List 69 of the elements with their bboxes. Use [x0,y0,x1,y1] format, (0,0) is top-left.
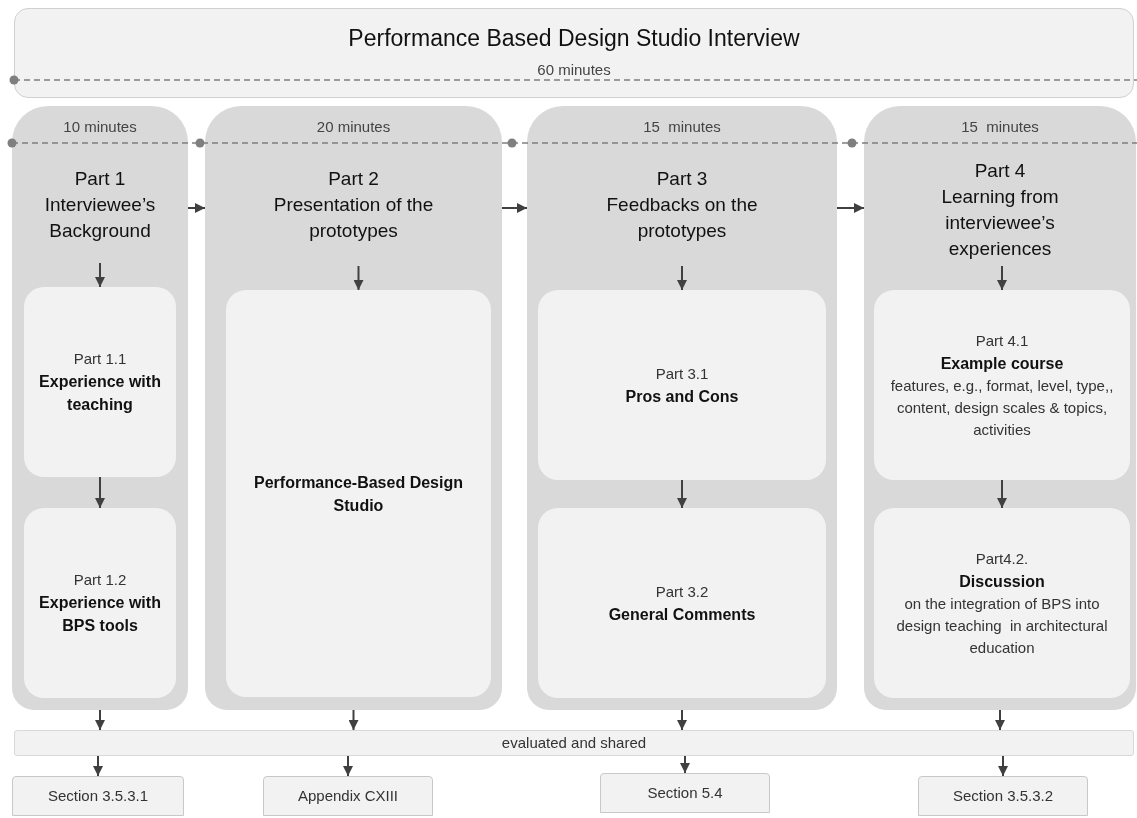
duration-label: 10 minutes [63,117,137,137]
arrow [997,479,1007,509]
section-label: Section 3.5.3.2 [952,785,1054,806]
header-title: Performance Based Design Studio Interview [348,24,800,53]
arrow [187,203,206,213]
arrow [680,755,690,774]
subpart-title: Pros and Cons [625,386,739,407]
subpart-number: Part 1.1 [73,349,127,369]
part-number: Part 3 [656,167,708,191]
arrow [677,479,687,509]
subpart-box [226,290,491,697]
arrow [95,476,105,509]
subpart-number: Part 3.1 [655,363,709,384]
duration-label: 15 minutes [643,117,721,137]
subpart-title: Experience with BPS tools [38,593,162,636]
part-heading: Feedbacks on the prototypes [605,193,759,243]
subpart-title: Experience with teaching [38,372,162,415]
part-column [864,106,1136,710]
arrow [997,265,1007,291]
section-label: Appendix CXIII [297,785,399,806]
subpart-number: Part4.2. [975,548,1029,569]
arrow [998,755,1008,777]
section-label: Section 5.4 [647,782,723,803]
subpart-title: Performance-Based Design Studio [253,472,464,516]
part-column [205,106,502,710]
arrow [93,755,103,777]
band-label: evaluated and shared [501,732,647,753]
part-column [12,106,188,710]
section-label: Section 3.5.3.1 [47,785,149,806]
subpart-number: Part 4.1 [975,330,1029,351]
duration-label: 15 minutes [961,117,1039,137]
subpart-box [538,290,826,480]
subpart-description: on the integration of BPS into design teaching in architectural education [895,593,1109,658]
arrow [836,203,865,213]
section-box [918,776,1088,816]
arrow [995,709,1005,731]
part-heading: Learning from interviewee’s experiences [940,185,1060,261]
subpart-box [24,287,176,477]
subpart-title: Discussion [959,571,1045,592]
section-box [600,773,770,813]
subpart-box [874,508,1130,698]
arrow [677,265,687,291]
arrow [677,709,687,731]
arrow [353,265,364,291]
subpart-box [24,508,176,698]
arrow [95,709,105,731]
part-number: Part 1 [74,167,126,191]
part-heading: Presentation of the prototypes [272,193,435,243]
arrow [501,203,528,213]
subpart-description: features, e.g., format, level, type,, content, design scales & topics, activities [889,375,1115,440]
section-box [12,776,184,816]
header-band [14,8,1134,98]
subpart-box [874,290,1130,480]
part-number: Part 2 [328,167,379,191]
subpart-box [538,508,826,698]
duration-label: 60 minutes [537,60,611,80]
part-column [527,106,837,710]
duration-label: 20 minutes [316,117,391,137]
subpart-number: Part 3.2 [655,581,709,602]
subpart-number: Part 1.2 [73,570,127,590]
arrow [343,755,353,777]
subpart-title: General Comments [608,604,756,625]
subpart-title: Example course [940,353,1064,374]
section-box [263,776,433,816]
arrow [95,262,105,288]
part-number: Part 4 [974,159,1026,183]
part-heading: Interviewee’s Background [43,193,157,243]
arrow [348,709,359,731]
summary-band [14,730,1134,756]
